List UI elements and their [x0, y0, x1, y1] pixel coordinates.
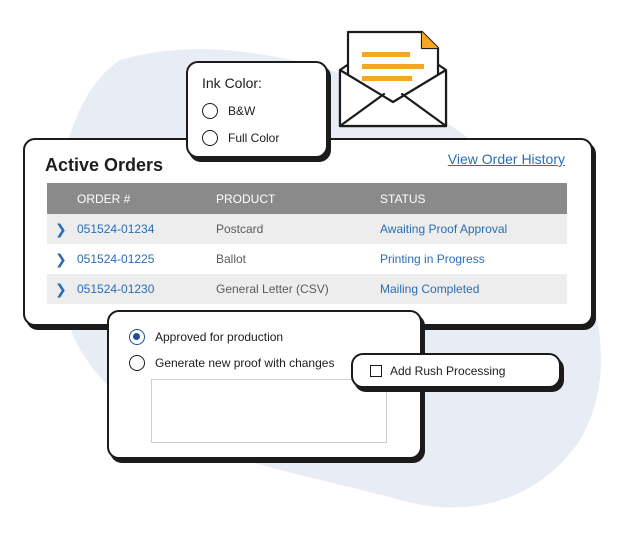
orders-table: ORDER # PRODUCT STATUS ❯ 051524-01234 Po…: [47, 183, 567, 304]
column-header-order: ORDER #: [77, 191, 131, 206]
table-row[interactable]: ❯ 051524-01225 Ballot Printing in Progre…: [47, 244, 567, 274]
ink-option-bw[interactable]: B&W: [202, 97, 326, 124]
order-number[interactable]: 051524-01230: [77, 282, 155, 296]
envelope-open-icon: [338, 30, 448, 128]
order-number[interactable]: 051524-01234: [77, 222, 155, 236]
order-number[interactable]: 051524-01225: [77, 252, 155, 266]
rush-processing-panel[interactable]: Add Rush Processing: [351, 353, 561, 388]
order-product: Postcard: [216, 222, 264, 236]
view-order-history-link[interactable]: View Order History: [447, 151, 565, 167]
order-status[interactable]: Printing in Progress: [380, 252, 485, 266]
chevron-right-icon[interactable]: ❯: [55, 280, 67, 297]
approval-option-label: Approved for production: [155, 329, 284, 344]
table-row[interactable]: ❯ 051524-01234 Postcard Awaiting Proof A…: [47, 214, 567, 244]
ink-color-panel: Ink Color: B&W Full Color: [186, 61, 328, 158]
table-row[interactable]: ❯ 051524-01230 General Letter (CSV) Mail…: [47, 274, 567, 304]
radio-new-proof[interactable]: [129, 354, 145, 371]
ink-option-full-color[interactable]: Full Color: [202, 124, 326, 151]
radio-full-color[interactable]: [202, 129, 218, 146]
ink-option-label: B&W: [228, 103, 256, 118]
order-status[interactable]: Awaiting Proof Approval: [380, 222, 508, 236]
radio-bw[interactable]: [202, 102, 218, 119]
rush-processing-checkbox[interactable]: [370, 364, 382, 377]
approval-option-new-proof[interactable]: Generate new proof with changes: [129, 349, 334, 376]
ink-option-label: Full Color: [228, 130, 280, 145]
radio-approved[interactable]: [129, 328, 145, 345]
chevron-right-icon[interactable]: ❯: [55, 220, 67, 237]
order-status[interactable]: Mailing Completed: [380, 282, 480, 296]
ink-color-title: Ink Color:: [202, 75, 262, 91]
approval-option-approved[interactable]: Approved for production: [129, 323, 283, 350]
table-header: ORDER # PRODUCT STATUS: [47, 183, 567, 214]
proof-changes-textarea[interactable]: [151, 379, 387, 443]
column-header-status: STATUS: [380, 191, 426, 206]
rush-processing-label: Add Rush Processing: [390, 363, 506, 378]
page-title: Active Orders: [45, 155, 164, 175]
order-product: General Letter (CSV): [216, 282, 329, 296]
approval-option-label: Generate new proof with changes: [155, 355, 335, 370]
chevron-right-icon[interactable]: ❯: [55, 250, 67, 267]
active-orders-panel: Active Orders View Order History ORDER #…: [23, 138, 593, 326]
order-product: Ballot: [216, 252, 247, 266]
column-header-product: PRODUCT: [216, 191, 276, 206]
